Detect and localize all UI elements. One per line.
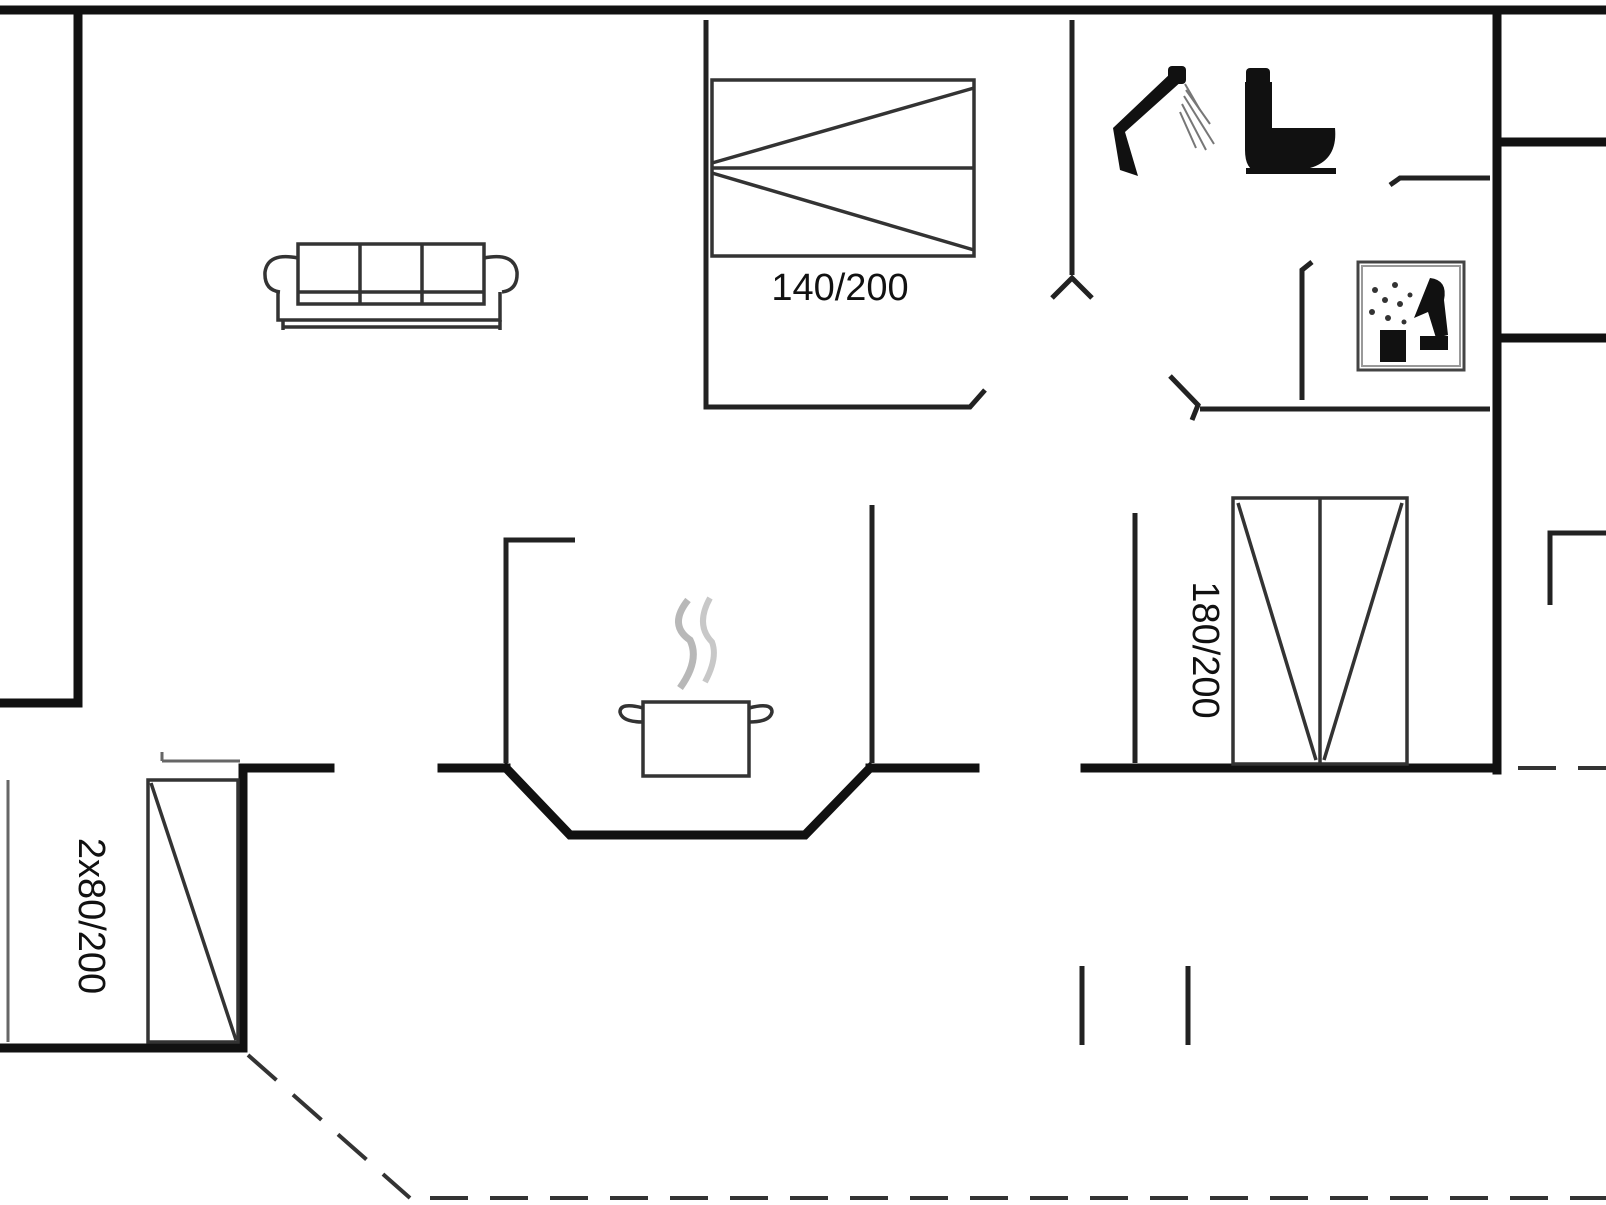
shower-icon [1113, 66, 1215, 176]
toilet-icon [1245, 68, 1336, 174]
bed-label-140: 140/200 [771, 267, 908, 309]
bed-label-2x80: 2x80/200 [70, 838, 112, 994]
terrace-outline [246, 766, 1606, 1200]
bed-180-200 [1231, 496, 1409, 766]
interior-walls [6, 20, 1490, 1042]
cooking-pot-icon [618, 596, 774, 778]
bed-label-180: 180/200 [1184, 581, 1226, 718]
washing-machine-icon [1356, 260, 1466, 372]
sofa-icon [263, 242, 519, 330]
bed-140-200 [710, 78, 976, 258]
exterior-walls [0, 5, 1606, 1053]
bed-2x80-200 [146, 778, 240, 1044]
